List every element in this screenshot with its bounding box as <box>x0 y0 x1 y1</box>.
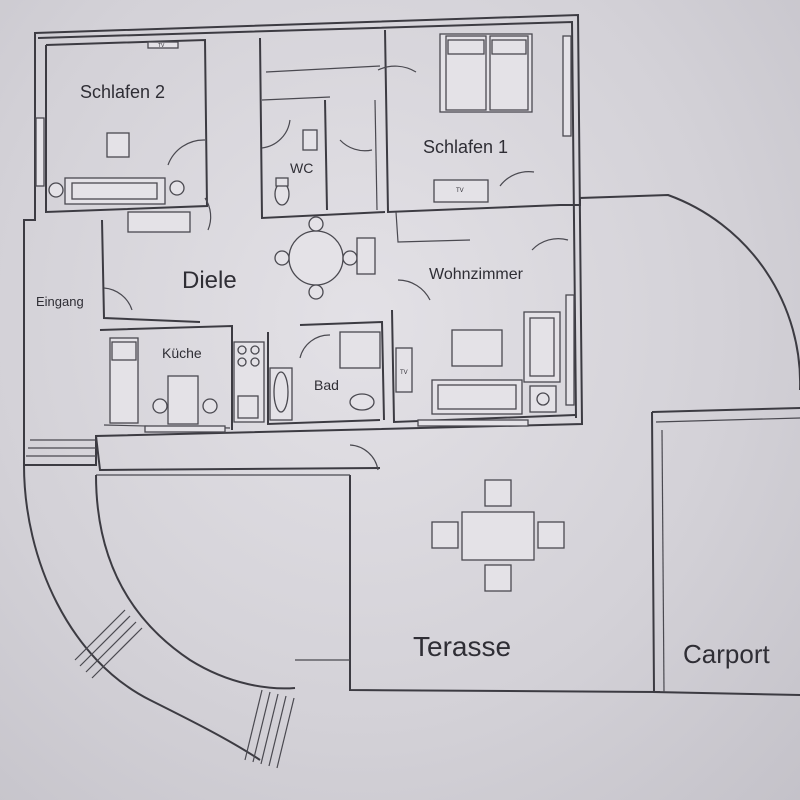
room-label-carport: Carport <box>683 639 770 669</box>
windows <box>35 35 575 433</box>
room-label-eingang: Eingang <box>36 294 84 309</box>
outer-walls <box>23 13 584 466</box>
curved-path <box>23 464 350 769</box>
diele-furniture <box>274 216 376 300</box>
wc-furniture <box>274 129 318 206</box>
wohnzimmer-furniture <box>395 311 561 415</box>
room-label-bad: Bad <box>314 377 339 393</box>
bad-furniture <box>269 331 381 421</box>
tv-label-wohnzimmer: TV <box>400 370 408 376</box>
room-label-wc: WC <box>290 160 313 176</box>
room-label-diele: Diele <box>182 267 237 294</box>
room-label-schlafen1: Schlafen 1 <box>423 137 508 157</box>
room-label-wohnzimmer: Wohnzimmer <box>429 266 524 283</box>
room-label-terasse: Terasse <box>413 631 511 662</box>
carport-area <box>651 407 800 696</box>
schlafen2-furniture <box>48 41 191 233</box>
room-label-kueche: Küche <box>162 345 202 361</box>
tv-label-schlafen2: TV <box>158 43 165 49</box>
terrace-area <box>96 193 800 693</box>
schlafen1-furniture <box>433 33 533 203</box>
tv-label-schlafen1: TV <box>456 188 464 194</box>
kueche-furniture <box>109 337 265 425</box>
room-label-schlafen2: Schlafen 2 <box>80 82 165 102</box>
